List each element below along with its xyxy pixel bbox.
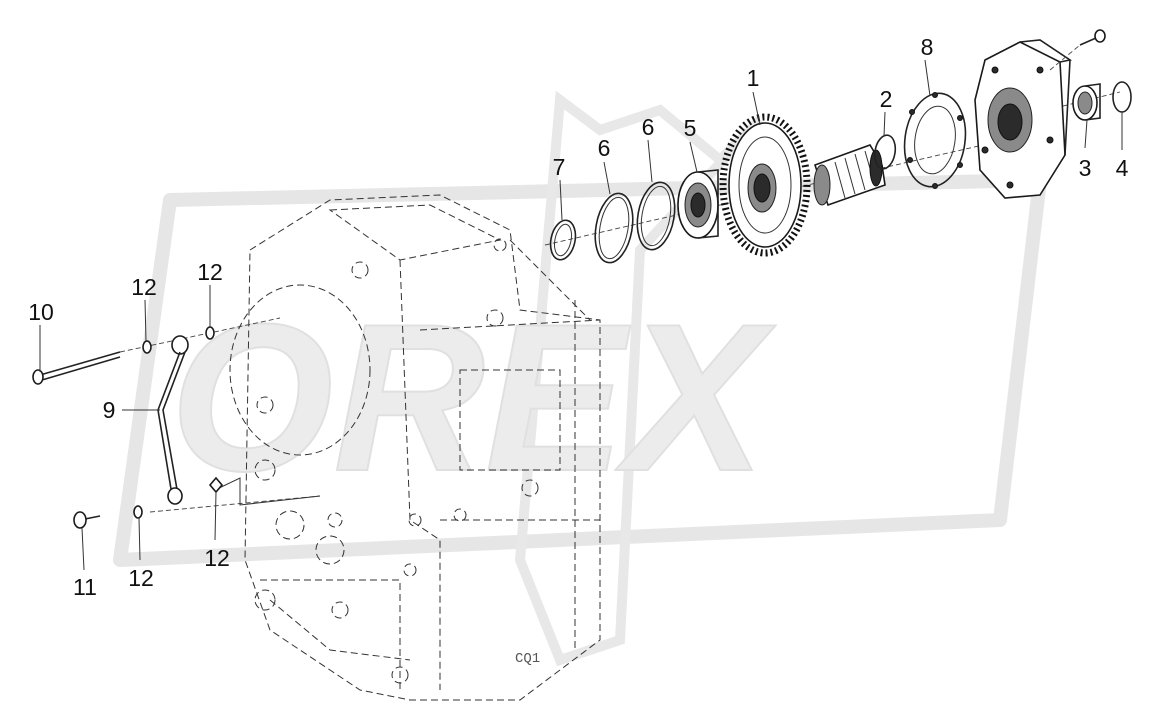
gasket-8 xyxy=(903,92,967,189)
housing-mark: CQ1 xyxy=(515,651,540,667)
transmission-housing: CQ1 xyxy=(229,194,601,701)
watermark: OREX xyxy=(113,90,1047,667)
cover-plate xyxy=(974,39,1073,199)
callout-labels: 1 2 3 4 5 6 6 7 8 9 10 11 12 12 12 12 xyxy=(28,34,1128,600)
cover-bolt xyxy=(1049,29,1106,71)
watermark-text: OREX xyxy=(170,280,776,515)
callout-12b: 12 xyxy=(197,259,223,285)
shim-6b xyxy=(636,181,676,251)
callout-2: 2 xyxy=(880,86,893,112)
bearing-5 xyxy=(677,169,719,239)
callout-12c: 12 xyxy=(128,565,154,591)
callout-6a: 6 xyxy=(598,135,611,161)
callout-4: 4 xyxy=(1116,155,1129,181)
callout-12a: 12 xyxy=(131,274,157,300)
callout-12d: 12 xyxy=(204,545,230,571)
callout-3: 3 xyxy=(1079,155,1092,181)
callout-1: 1 xyxy=(747,65,760,91)
callout-10: 10 xyxy=(28,299,54,325)
callout-9: 9 xyxy=(103,397,116,423)
spline-shaft xyxy=(813,144,886,207)
o-ring-2 xyxy=(873,134,897,170)
o-ring-4 xyxy=(1112,81,1132,113)
snap-ring-7 xyxy=(549,219,577,261)
callout-8: 8 xyxy=(921,34,934,60)
callout-11: 11 xyxy=(73,574,97,600)
callout-5: 5 xyxy=(684,115,697,141)
shim-6a xyxy=(594,192,634,264)
callout-6b: 6 xyxy=(642,114,655,140)
seal-3 xyxy=(1072,83,1101,121)
callout-7: 7 xyxy=(553,154,566,180)
gear-1 xyxy=(719,113,811,257)
leader-lines xyxy=(39,59,1123,571)
